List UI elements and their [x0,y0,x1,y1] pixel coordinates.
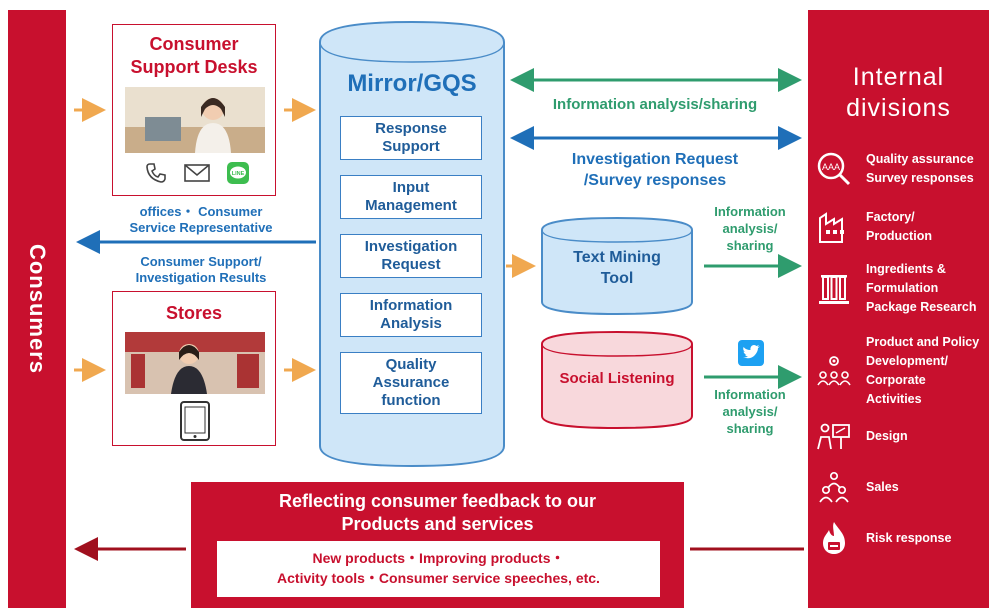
division-label-line: Sales [866,479,899,494]
support-results-line2: Investigation Results [135,270,267,285]
tablet-icon [177,400,213,447]
info-sharing-top-label: Information analysis/sharing [552,96,758,113]
offices-label-line1: offices・ Consumer [139,204,263,219]
quality-magnifier-icon: AAA [814,151,854,187]
mirror-box-line: Input [392,179,430,196]
share-line: analysis/ [722,221,778,236]
design-icon [814,418,854,454]
division-factory: Factory/ Production [814,208,989,246]
svg-text:LINE: LINE [231,171,244,177]
division-label-line: Development/ [866,354,948,368]
investigation-request-label: Investigation Request /Survey responses [520,149,790,191]
internal-title-line2: divisions [846,94,951,122]
mirror-gqs-title: Mirror/GQS [347,70,477,97]
sales-people-icon [814,469,854,505]
support-operator-photo [125,87,265,153]
mail-icon [183,162,211,189]
division-label-line: Corporate [866,373,926,387]
internal-divisions-title: Internal divisions [808,62,989,124]
internal-title-line1: Internal [852,63,945,91]
mirror-box-line: Quality [385,356,437,373]
share-line: Information [714,204,786,219]
division-label-line: Survey responses [866,171,974,185]
social-listening-label: Social Listening [559,370,675,387]
division-label-line: Product and Policy [866,335,980,349]
support-desks-title-line2: Support Desks [130,57,258,77]
share-line: Information [714,387,786,402]
social-share-label: Information analysis/ sharing [700,386,800,437]
stores-card: Stores [112,291,276,446]
feedback-title-line1: Reflecting consumer feedback to our [278,491,597,511]
mirror-box-line: Analysis [380,315,442,332]
support-results-label: Consumer Support/ Investigation Results [86,254,316,286]
line-app-icon: LINE [226,161,250,190]
offices-label-line2: Service Representative [129,220,273,235]
support-desks-card: Consumer Support Desks LINE [112,24,276,196]
people-gear-icon [814,353,854,389]
mirror-box-line: function [381,392,441,409]
division-ingredients: Ingredients & Formulation Package Resear… [814,260,989,317]
division-label-line: Package Research [866,300,977,314]
investigation-request-line1: Investigation Request [571,151,739,168]
mirror-box-line: Investigation [364,238,458,255]
division-label-line: Production [866,229,932,243]
feedback-title: Reflecting consumer feedback to our Prod… [191,490,684,536]
twitter-icon [738,340,764,371]
share-line: sharing [726,238,774,253]
offices-label: offices・ Consumer Service Representative [86,204,316,236]
mirror-box-line: Management [365,197,457,214]
feedback-title-line2: Products and services [341,514,534,534]
mirror-box-line: Assurance [372,374,450,391]
division-quality-assurance: AAA Quality assurance Survey responses [814,150,989,188]
division-risk: Risk response [814,520,989,556]
mirror-box-line: Support [382,138,440,155]
division-label-line: Formulation [866,281,939,295]
support-results-line1: Consumer Support/ [140,254,262,269]
store-staff-photo [125,332,265,394]
division-label-line: Quality assurance [866,152,974,166]
mirror-box-line: Response [375,120,447,137]
support-desks-title-line1: Consumer [149,34,239,54]
stores-title: Stores [165,303,223,323]
share-line: analysis/ [722,404,778,419]
fire-risk-icon [814,520,854,556]
internal-divisions-panel [808,10,989,608]
division-label-line: Design [866,428,908,443]
support-desks-title: Consumer Support Desks [113,33,275,79]
svg-text:AAA: AAA [822,162,840,172]
share-line: sharing [726,421,774,436]
text-mining-line1: Text Mining [573,249,661,266]
feedback-detail-line2: Activity tools・Consumer service speeches… [277,570,600,586]
test-tubes-icon [814,271,854,307]
phone-icon [144,161,168,190]
feedback-detail-text: New products・Improving products・ Activit… [217,548,660,588]
division-label-line: Ingredients & [866,262,946,276]
division-label-line: Risk response [866,530,952,545]
division-label-line: Factory/ [866,210,915,224]
division-design: Design [814,418,989,454]
mirror-box-line: Request [381,256,441,273]
feedback-detail-line1: New products・Improving products・ [312,550,565,566]
division-product-policy: Product and Policy Development/ Corporat… [814,333,989,409]
consumers-panel [8,10,66,608]
factory-icon [814,209,854,245]
division-sales: Sales [814,469,989,505]
social-listening-cylinder [541,330,693,430]
text-mining-share-label: Information analysis/ sharing [700,203,800,254]
text-mining-line2: Tool [600,270,634,287]
feedback-detail-box [217,541,660,597]
division-label-line: Activities [866,392,922,406]
investigation-request-line2: /Survey responses [583,172,727,189]
text-mining-cylinder [541,216,693,316]
mirror-box-line: Information [369,297,453,314]
text-mining-label: Text Mining Tool [540,247,694,289]
